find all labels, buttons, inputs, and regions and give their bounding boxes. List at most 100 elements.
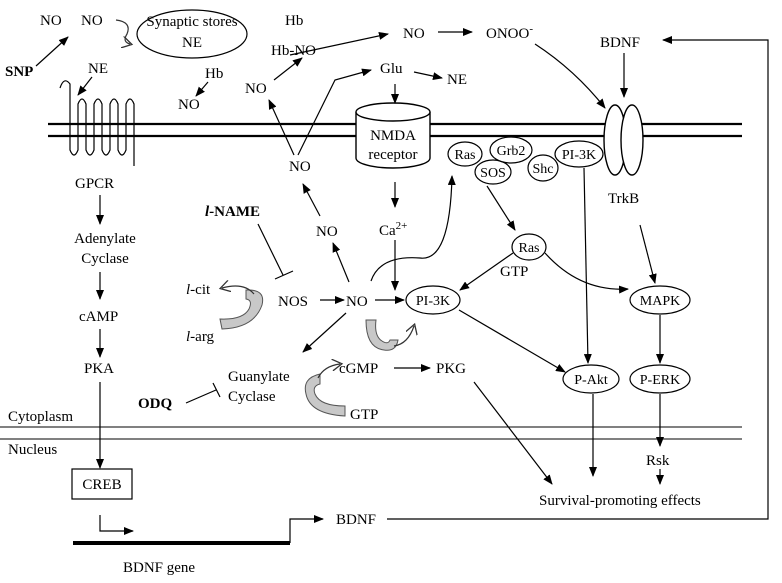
label-cyclase-gc: Cyclase (228, 389, 276, 405)
hollow-arrow-cgmp (317, 364, 340, 379)
label-nos: NOS (278, 294, 308, 310)
ras-gtp-oval (511, 233, 547, 261)
label-odq: ODQ (138, 396, 173, 412)
label-no-hb: NO (178, 97, 200, 113)
label-guanylate: Guanylate (228, 369, 290, 385)
arrow-no-to-no-left (268, 99, 295, 156)
label-pakt: P-Akt (574, 373, 608, 388)
label-ras: Ras (455, 148, 476, 163)
arrow-onoo-to-trkb (534, 43, 606, 109)
gpcr-receptor-shape (59, 80, 135, 166)
label-onoo: ONOO- (486, 23, 533, 42)
shc-oval (527, 154, 559, 182)
label-survival: Survival-promoting effects (539, 493, 701, 509)
arrow-no-to-hb (195, 81, 209, 97)
label-pka: PKA (84, 361, 114, 377)
inhibition-lname-nos (257, 223, 294, 280)
arrow-ne-to-gpcr (77, 76, 93, 96)
arrow-sos-to-ras-gtp (486, 185, 516, 231)
arrow-glu-to-ne (413, 71, 443, 81)
arrow-no-to-no-mid (302, 183, 321, 217)
label-bdnf-gene: BDNF gene (123, 560, 195, 576)
label-no-snp-2: NO (81, 13, 103, 29)
label-lcit: l-cit (186, 282, 211, 298)
label-synaptic-stores: Synaptic stores (146, 14, 237, 30)
label-cgmp: cGMP (339, 361, 378, 377)
arrow-no-to-no-upper (332, 242, 350, 283)
label-pi3k-center: PI-3K (416, 294, 450, 309)
hollow-arrow-pi3k (393, 326, 414, 347)
arrow-pi3k-to-pakt (458, 309, 566, 373)
arrow-pkg-to-survival (473, 381, 553, 485)
label-hb-top: Hb (285, 13, 303, 29)
label-no-center-upper: NO (289, 159, 311, 175)
arrow-pi3k-membrane-to-pakt (583, 167, 592, 364)
label-glu: Glu (380, 61, 403, 77)
perk-oval (629, 364, 691, 394)
label-pkg: PKG (436, 361, 466, 377)
label-ras-gtp-ras: Ras (519, 241, 540, 256)
label-ras-gtp-gtp: GTP (500, 264, 528, 280)
label-cytoplasm: Cytoplasm (8, 409, 73, 425)
creb-to-gene-arrow (99, 515, 134, 535)
label-no-left-up: NO (245, 81, 267, 97)
label-perk: P-ERK (640, 373, 680, 388)
mapk-oval (629, 285, 691, 315)
label-trkb: TrkB (608, 191, 639, 207)
arrow-snp-to-no (35, 36, 69, 67)
label-larg: l-arg (186, 329, 215, 345)
label-hb-no: Hb-NO (271, 43, 316, 59)
pakt-oval (562, 364, 620, 394)
label-creb: CREB (82, 477, 121, 493)
synaptic-stores-oval (136, 9, 248, 59)
label-rsk: Rsk (646, 453, 670, 469)
label-gtp-gc: GTP (350, 407, 378, 423)
curved-arrow-larg-to-lcit (219, 289, 264, 330)
creb-box (71, 468, 133, 500)
hollow-arrow-no-to-stores (115, 19, 130, 44)
arrow-trkb-to-mapk (639, 224, 657, 284)
label-no-top-mid: NO (403, 26, 425, 42)
label-nmda-line1: NMDA (370, 128, 416, 144)
label-nmda-line2: receptor (368, 147, 417, 163)
arrow-bdnf-feedback-loop (387, 36, 769, 520)
arrow-no-to-glu (297, 68, 372, 156)
pi3k-membrane-oval (554, 140, 604, 168)
label-nucleus: Nucleus (8, 442, 57, 458)
arrow-no-to-hbno (273, 57, 303, 81)
inhibition-odq-gc (185, 382, 221, 404)
label-bdnf-bottom: BDNF (336, 512, 376, 528)
arrow-no-to-gc (302, 312, 347, 353)
trkb-receptor (603, 104, 644, 176)
label-camp: cAMP (79, 309, 118, 325)
bdnf-gene-promoter-arrow (289, 515, 324, 543)
label-mapk: MAPK (640, 294, 680, 309)
label-synaptic-ne: NE (182, 35, 202, 51)
label-no-nos-upper: NO (316, 224, 338, 240)
hollow-arrow-lcit (222, 286, 255, 295)
curved-arrow-gtp-to-cgmp (304, 373, 346, 417)
label-shc: Shc (533, 162, 554, 177)
label-hb-mid: Hb (205, 66, 223, 82)
label-pi3k-top: PI-3K (562, 148, 596, 163)
label-ca: Ca2+ (379, 220, 407, 239)
label-sos: SOS (480, 166, 506, 181)
arrow-no-to-ras (370, 175, 456, 282)
label-snp: SNP (5, 64, 33, 80)
arrow-ras-gtp-to-mapk (544, 252, 629, 294)
sos-oval (474, 159, 512, 185)
label-cyclase-ac: Cyclase (81, 251, 129, 267)
grb2-oval (489, 136, 533, 164)
label-adenylate: Adenylate (74, 231, 136, 247)
arrow-no-to-no-top (289, 31, 389, 56)
label-no-center: NO (346, 294, 368, 310)
ras-membrane-oval (447, 141, 483, 167)
arrow-ras-gtp-to-pi3k (459, 252, 514, 291)
label-ne-gpcr: NE (88, 61, 108, 77)
pi3k-center-oval (405, 285, 461, 315)
label-grb2: Grb2 (497, 144, 526, 159)
label-ne-glu: NE (447, 72, 467, 88)
label-no-snp-1: NO (40, 13, 62, 29)
label-gpcr: GPCR (75, 176, 114, 192)
